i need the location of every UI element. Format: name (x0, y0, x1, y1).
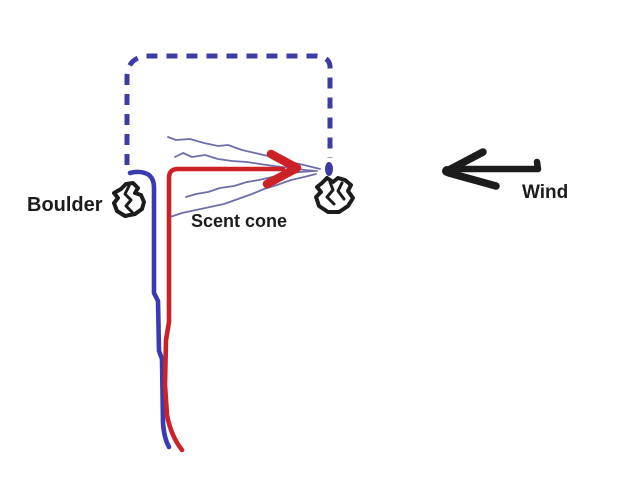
right-arrow-icon (262, 149, 302, 189)
red-track-path (162, 166, 286, 453)
dashed-path-end-dot (325, 162, 333, 176)
wind-arrow (442, 148, 542, 190)
boulder-right-outline (314, 176, 355, 214)
boulder-right-crack (336, 181, 346, 201)
boulder-label: Boulder (27, 194, 103, 216)
wind-arrow-tip (442, 166, 452, 176)
scent-line (185, 170, 315, 198)
dashed-search-path (124, 53, 333, 165)
boulder-rock-icon (314, 176, 355, 214)
boulder-rock-icon (112, 181, 146, 218)
wind-arrow-lower-barb (445, 169, 500, 190)
wind-label: Wind (522, 182, 569, 203)
boulder-left-crack (123, 184, 134, 214)
scent-line (169, 173, 317, 218)
boulder-right-crack (325, 180, 336, 206)
scent-cone-lines (167, 136, 321, 218)
blue-track-path (127, 169, 172, 450)
wind-arrow-upper-barb (443, 148, 487, 175)
scent-cone-label: Scent cone (191, 211, 288, 231)
left-arrow-icon (448, 158, 542, 173)
red-track-arrow (162, 149, 302, 453)
